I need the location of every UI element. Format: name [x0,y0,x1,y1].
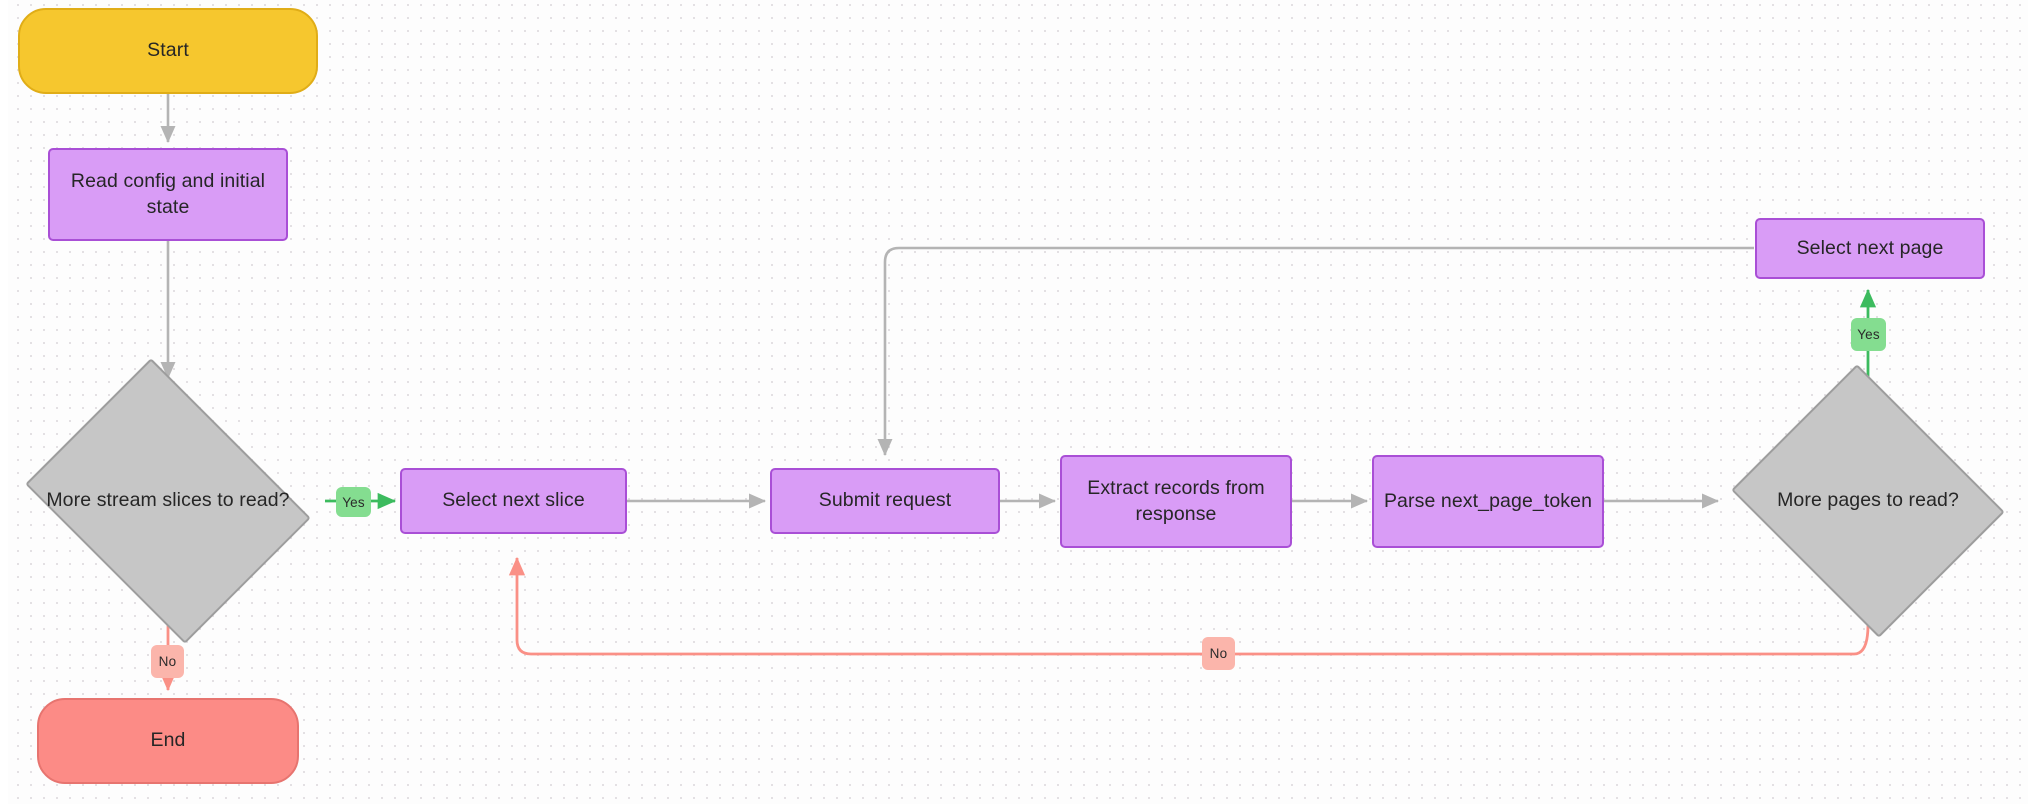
edge-label-pages-no: No [1202,637,1235,670]
node-extract-records[interactable]: Extract records from response [1060,455,1292,548]
node-parse-next-page-token-label: Parse next_page_token [1383,489,1593,512]
node-start-label: Start [147,39,189,62]
edge-label-slices-no-text: No [158,654,177,669]
node-more-pages-label: More pages to read? [1777,489,1959,512]
node-more-pages[interactable]: More pages to read? [1723,364,2013,638]
node-read-config-label: Read config and initial state [70,169,266,218]
node-select-next-page[interactable]: Select next page [1755,218,1985,279]
edge-label-slices-no: No [151,645,184,678]
node-more-stream-slices-label: More stream slices to read? [46,489,290,512]
node-submit-request[interactable]: Submit request [770,468,1000,534]
node-read-config[interactable]: Read config and initial state [48,148,288,241]
node-parse-next-page-token[interactable]: Parse next_page_token [1372,455,1604,548]
edge-more-pages-no [508,556,1870,656]
edge-label-pages-yes: Yes [1851,318,1886,351]
edge-label-pages-yes-text: Yes [1857,327,1880,342]
node-start[interactable]: Start [18,8,318,94]
node-end-label: End [150,729,186,752]
node-end[interactable]: End [37,698,299,784]
node-submit-request-label: Submit request [818,489,952,512]
node-select-next-page-label: Select next page [1796,236,1944,259]
edge-select-page-to-submit [877,246,1754,457]
edge-label-pages-no-text: No [1209,646,1228,661]
node-select-next-slice-label: Select next slice [442,489,585,512]
node-more-stream-slices[interactable]: More stream slices to read? [11,358,325,644]
node-extract-records-label: Extract records from response [1087,476,1265,525]
edge-label-slices-yes: Yes [336,487,371,517]
edge-label-slices-yes-text: Yes [342,494,365,510]
node-select-next-slice[interactable]: Select next slice [400,468,627,534]
